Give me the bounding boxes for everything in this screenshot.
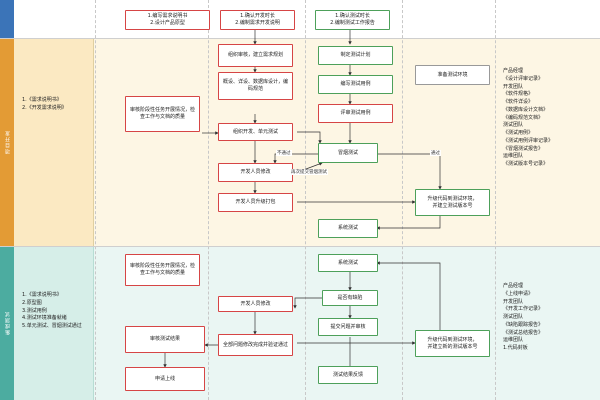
dev-fail-label: 不通过 — [276, 150, 292, 156]
dev-deploy-test-env[interactable]: 升级代码到测试环境， 并建立测试版本号 — [415, 189, 490, 216]
dev-outline-design[interactable]: 概设、详设、数据库设计，编码规范 — [218, 72, 293, 100]
integration-has-bug[interactable]: 是否有缺陷 — [322, 290, 378, 306]
lane-label-integration: 集成测试 — [0, 246, 14, 400]
task-test-estimate[interactable]: 1.确认测试时长 2.编制测试工作报告 — [315, 10, 390, 30]
dev-prepare-env[interactable]: 准备测试环境 — [415, 65, 490, 85]
lane-dev-strip — [14, 38, 94, 246]
column-divider — [208, 0, 209, 400]
task-requirement-doc[interactable]: 1.编写需求说明书 2.设计产品原型 — [125, 10, 210, 30]
column-divider — [402, 0, 403, 400]
integration-deliverables: 产品经理 《上线申请》 开发团队 《开发工作记录》 测试团队 《缺陷跟踪报告》 … — [503, 283, 544, 351]
dev-system-test[interactable]: 系统测试 — [318, 219, 378, 238]
dev-test-cases[interactable]: 编写测试用例 — [318, 75, 393, 94]
dev-test-plan[interactable]: 制定测试计划 — [318, 46, 393, 65]
column-divider — [495, 0, 496, 400]
task-dev-estimate[interactable]: 1.确认开发时长 2.编制需求开发说明 — [220, 10, 295, 30]
dev-review-cases[interactable]: 评审测试用例 — [318, 104, 393, 123]
lane-top-background — [14, 0, 600, 38]
integration-all-fixed[interactable]: 全部问题修改完成并验证通过 — [218, 334, 293, 356]
lane-label-top — [0, 0, 14, 38]
integration-feedback[interactable]: 测试结果反馈 — [318, 366, 378, 384]
integration-deploy[interactable]: 升级代码到测试环境， 并建立新的测试版本号 — [415, 330, 490, 357]
lane-label-dev: 项目开发 — [0, 38, 14, 246]
lane-divider — [0, 38, 600, 39]
integration-inputs: 1.《需求说明书》 2.原型图 3.测试用例 4.测试环境准备就绪 5.单元测试… — [22, 292, 82, 329]
column-divider — [95, 0, 96, 400]
lane-integration-background — [14, 246, 600, 400]
lane-divider — [0, 246, 600, 247]
dev-resubmit-label: 再次提交冒烟测试 — [290, 169, 328, 175]
integration-audit-results[interactable]: 审核测试结果 — [125, 326, 205, 353]
dev-organize-review[interactable]: 组织审核，建立需求规划 — [218, 44, 293, 67]
dev-inputs: 1.《需求说明书》 2.《开发需求说明》 — [22, 97, 67, 111]
dev-fix[interactable]: 开发人员修改 — [218, 163, 293, 182]
dev-package[interactable]: 开发人员升级打包 — [218, 193, 293, 212]
dev-unit-test[interactable]: 组织开发、单元测试 — [218, 123, 293, 141]
integration-system-test[interactable]: 系统测试 — [318, 254, 378, 272]
dev-review-task[interactable]: 审核阶段性任务开展情况，检查工作与文档的质量 — [125, 96, 200, 132]
dev-deliverables: 产品经理 《设计评审记录》 开发团队 《软件规格》 《软件详设》 《数据库设计文… — [503, 68, 554, 167]
integration-dev-fix[interactable]: 开发人员修改 — [218, 296, 293, 312]
dev-pass-label: 通过 — [430, 150, 441, 156]
dev-smoke-test[interactable]: 冒烟测试 — [318, 143, 378, 163]
lane-integration-strip — [14, 246, 94, 400]
column-divider — [305, 0, 306, 400]
integration-apply-release[interactable]: 申请上线 — [125, 367, 205, 391]
integration-submit-bug[interactable]: 提交问题并审核 — [318, 318, 378, 336]
integration-review-task[interactable]: 审核阶段性任务开展情况，检查工作与文档的质量 — [125, 254, 200, 286]
lane-dev-background — [14, 38, 600, 246]
